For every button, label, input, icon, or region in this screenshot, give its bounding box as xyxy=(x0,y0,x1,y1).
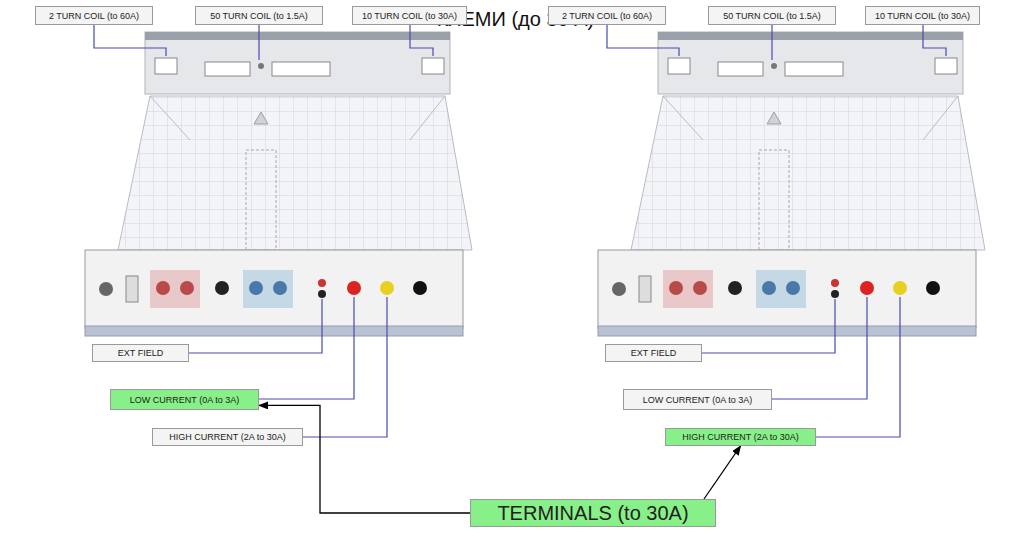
callout-text: 10 TURN COIL (to 30A) xyxy=(875,11,970,21)
callout-text: TERMINALS (to 30A) xyxy=(497,502,688,525)
callout-box: 50 TURN COIL (to 1.5A) xyxy=(708,6,836,25)
callout-box: HIGH CURRENT (2A to 30A) xyxy=(665,428,816,446)
callout-text: 50 TURN COIL (to 1.5A) xyxy=(723,11,821,21)
callout-text: 2 TURN COIL (to 60A) xyxy=(562,11,652,21)
pointer-arrow xyxy=(259,405,470,513)
apparatus-right xyxy=(598,25,985,437)
callout-text: LOW CURRENT (0A to 3A) xyxy=(130,395,239,405)
apparatus-left xyxy=(85,25,472,437)
callout-box: HIGH CURRENT (2A to 30A) xyxy=(152,428,303,446)
callout-box: 2 TURN COIL (to 60A) xyxy=(35,6,153,25)
callout-text: 10 TURN COIL (to 30A) xyxy=(362,11,457,21)
callout-box: 2 TURN COIL (to 60A) xyxy=(548,6,666,25)
callout-box: EXT FIELD xyxy=(92,344,189,362)
callout-box: LOW CURRENT (0A to 3A) xyxy=(623,389,772,410)
callout-text: EXT FIELD xyxy=(118,348,163,358)
callout-text: EXT FIELD xyxy=(631,348,676,358)
callout-text: 2 TURN COIL (to 60A) xyxy=(49,11,139,21)
callout-text: 50 TURN COIL (to 1.5A) xyxy=(210,11,308,21)
callout-text: HIGH CURRENT (2A to 30A) xyxy=(682,432,798,442)
callout-box: 10 TURN COIL (to 30A) xyxy=(352,6,467,25)
callout-text: LOW CURRENT (0A to 3A) xyxy=(643,395,752,405)
terminals-box: TERMINALS (to 30A) xyxy=(470,499,716,527)
callout-text: HIGH CURRENT (2A to 30A) xyxy=(169,432,285,442)
callout-box: 50 TURN COIL (to 1.5A) xyxy=(195,6,323,25)
callout-box: LOW CURRENT (0A to 3A) xyxy=(110,389,259,410)
pointer-arrow xyxy=(704,446,741,499)
callout-box: 10 TURN COIL (to 30A) xyxy=(865,6,980,25)
callout-box: EXT FIELD xyxy=(605,344,702,362)
